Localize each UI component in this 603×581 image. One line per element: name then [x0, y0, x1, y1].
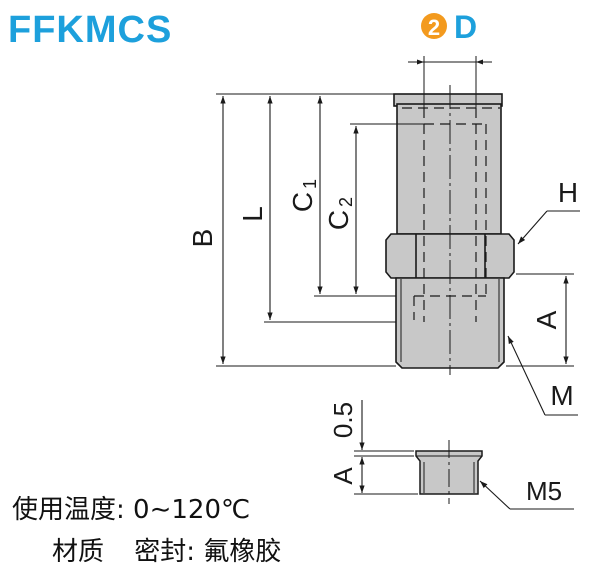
extension-lines — [216, 93, 424, 367]
dim-C1-label: C 1 — [287, 179, 320, 212]
thread-lines — [400, 279, 500, 362]
svg-text:2: 2 — [336, 197, 356, 207]
dim-arrows-left — [220, 96, 359, 364]
dim-L-label: L — [237, 206, 268, 222]
dim-B-label: B — [187, 229, 218, 248]
dimension-gap-0-5 — [354, 400, 418, 495]
badge-circle — [421, 13, 447, 39]
leader-M — [507, 335, 578, 416]
dim-M-label: M — [550, 380, 573, 411]
material-spec: 材质 密封: 氟橡胶 — [52, 536, 281, 568]
svg-text:C: C — [287, 192, 318, 212]
svg-text:1: 1 — [300, 179, 320, 189]
badge-number: 2 — [428, 15, 440, 40]
dimension-A-upper — [506, 273, 574, 367]
dim-gap-label: 0.5 — [328, 402, 358, 438]
temperature-label: 使用温度: — [12, 495, 125, 525]
dim-A-upper-label: A — [531, 310, 562, 329]
dim-C2-label: C 2 — [323, 197, 356, 230]
seal-label: 密封: — [134, 537, 196, 567]
dim-M5-label: M5 — [526, 476, 562, 506]
temperature-spec: 使用温度: 0∼120℃ — [12, 494, 250, 526]
material-label: 材质 — [52, 537, 105, 567]
svg-text:C: C — [323, 210, 354, 230]
leader-M5 — [479, 480, 574, 510]
fitting-body — [385, 93, 515, 369]
seal-value: 氟橡胶 — [203, 537, 282, 567]
dim-H-label: H — [558, 177, 578, 208]
temperature-value: 0∼120℃ — [133, 495, 251, 525]
leader-H — [517, 210, 580, 245]
dimension-D — [408, 56, 492, 108]
diameter-label: D — [454, 9, 477, 45]
product-code-title: FFKMCS — [8, 9, 173, 51]
dim-A-lower-label: A — [328, 467, 358, 485]
